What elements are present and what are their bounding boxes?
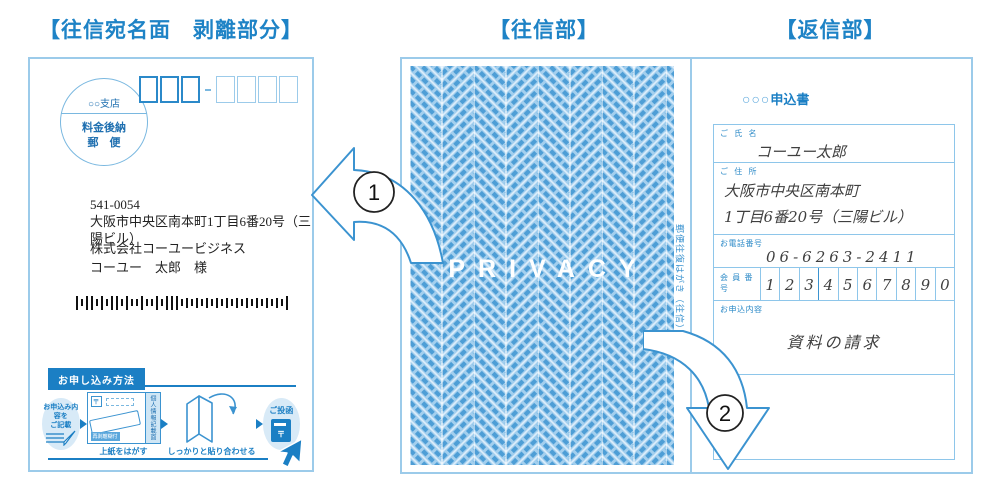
flow-arrow-2: 2 bbox=[643, 330, 770, 470]
fold-divider bbox=[690, 59, 692, 472]
address-label: ご 住 所 bbox=[720, 167, 759, 176]
step-fold-together: しっかりと貼り合わせる bbox=[168, 392, 256, 457]
zip-cell bbox=[139, 76, 158, 103]
zip-cell bbox=[279, 76, 298, 103]
personal-info-strip: 個人情報記載面 bbox=[144, 392, 160, 443]
stamp-branch-label: ○○支店 bbox=[87, 99, 121, 110]
step2-label: 上紙をはがす bbox=[99, 446, 148, 456]
step-post: ご投函 〒 bbox=[262, 398, 300, 450]
mouse-cursor-icon bbox=[277, 438, 303, 468]
privacy-text: PRIVACY bbox=[448, 255, 649, 283]
postal-code-boxes bbox=[137, 76, 298, 103]
member-number-cells: 1 2 3 4 5 6 7 8 9 0 bbox=[760, 268, 954, 300]
postal-barcode-icon bbox=[76, 295, 291, 310]
fold-icon bbox=[185, 392, 237, 443]
howto-heading: お申し込み方法 bbox=[48, 368, 145, 390]
member-digit-cell: 5 bbox=[837, 268, 857, 300]
form-row-address: ご 住 所 大阪市中央区南本町 1丁目6番20号（三陽ビル） bbox=[714, 163, 954, 235]
circled-number-2: 2 bbox=[719, 401, 731, 426]
step1-label-line2: ご記載 bbox=[50, 421, 72, 429]
howto-steps: お申込み内容を ご記載 〒 個人情報記載面 再剥離糊付 bbox=[42, 391, 300, 457]
name-value: コーユー太郎 bbox=[756, 143, 847, 161]
zip-cell bbox=[258, 76, 277, 103]
pencil-icon bbox=[45, 430, 76, 446]
form-row-member-number: 会 員 番 号 1 2 3 4 5 6 7 8 9 0 bbox=[714, 268, 954, 301]
member-digit-cell: 4 bbox=[818, 268, 837, 300]
member-digit-cell: 2 bbox=[779, 268, 798, 300]
request-label: お申込内容 bbox=[720, 305, 763, 314]
stamp-divider bbox=[61, 113, 147, 114]
flow-arrow-1: 1 bbox=[311, 147, 444, 264]
postcard-spine-text: 郵便往復はがき（往信） bbox=[674, 223, 685, 335]
company-name: 株式会社コーユービジネス bbox=[90, 241, 247, 256]
member-digit-cell: 6 bbox=[857, 268, 876, 300]
member-digit-cell: 3 bbox=[798, 268, 818, 300]
member-digit-cell: 1 bbox=[760, 268, 779, 300]
stamp-mail-label: 郵 便 bbox=[87, 137, 121, 149]
member-label: 会 員 番 号 bbox=[720, 273, 754, 293]
member-digit-cell: 9 bbox=[915, 268, 934, 300]
panel-opened-postcard: PRIVACY 郵便往復はがき（往信） ○○○申込書 ご 氏 名 コーユー太郎 … bbox=[400, 57, 973, 474]
member-digit-cell: 0 bbox=[934, 268, 954, 300]
request-value: 資料の請求 bbox=[786, 333, 882, 352]
postal-mark-icon: 〒 bbox=[90, 395, 102, 407]
zip-cell bbox=[160, 76, 179, 103]
form-row-request: お申込内容 資料の請求 bbox=[714, 301, 954, 375]
recipient-name: コーユー 太郎 様 bbox=[90, 260, 208, 275]
step3-label: しっかりと貼り合わせる bbox=[167, 446, 256, 456]
title-outgoing-part: 【往信部】 bbox=[489, 19, 599, 42]
zip-hyphen bbox=[205, 88, 211, 91]
howto-heading-rule bbox=[48, 385, 296, 387]
title-outgoing-address-peel: 【往信宛名面 剥離部分】 bbox=[39, 19, 303, 42]
name-label: ご 氏 名 bbox=[720, 129, 759, 138]
phone-label: お電話番号 bbox=[720, 239, 763, 248]
peel-card-icon: 〒 個人情報記載面 再剥離糊付 bbox=[86, 391, 161, 444]
privacy-pattern: PRIVACY bbox=[410, 66, 674, 465]
arrow-right-icon bbox=[79, 419, 87, 429]
postbox-icon: 〒 bbox=[271, 418, 292, 442]
arrow-right-icon bbox=[255, 419, 263, 429]
phone-value: 06-6263-2411 bbox=[766, 248, 920, 266]
zip-cell bbox=[181, 76, 200, 103]
member-digit-cell: 8 bbox=[895, 268, 915, 300]
postage-paid-stamp: ○○支店 料金後納 郵 便 bbox=[60, 78, 148, 166]
howto-bottom-rule bbox=[48, 458, 268, 460]
herringbone-pattern-icon bbox=[410, 66, 674, 465]
panel-outgoing-address: ○○支店 料金後納 郵 便 541-0054 大阪市中央区南本町1丁目6番20号… bbox=[28, 57, 314, 472]
stamp-fee-label: 料金後納 bbox=[82, 122, 126, 134]
repeel-glue-note: 再剥離糊付 bbox=[90, 431, 120, 441]
circled-number-1: 1 bbox=[368, 180, 380, 205]
application-form: ご 氏 名 コーユー太郎 ご 住 所 大阪市中央区南本町 1丁目6番20号（三陽… bbox=[713, 124, 955, 460]
postal-code-text: 541-0054 bbox=[90, 197, 140, 212]
step4-label: ご投函 bbox=[269, 405, 294, 415]
address-value: 大阪市中央区南本町 1丁目6番20号（三陽ビル） bbox=[724, 182, 913, 226]
dotted-box bbox=[105, 397, 134, 406]
recipient-block: 株式会社コーユービジネス コーユー 太郎 様 bbox=[90, 239, 246, 277]
form-title-circles: ○○○ bbox=[742, 91, 771, 107]
svg-text:〒: 〒 bbox=[277, 430, 285, 439]
step-write-contents: お申込み内容を ご記載 bbox=[42, 398, 80, 450]
zip-cell bbox=[216, 76, 235, 103]
form-row-name: ご 氏 名 コーユー太郎 bbox=[714, 125, 954, 163]
title-reply-part: 【返信部】 bbox=[775, 19, 886, 42]
form-row-phone: お電話番号 06-6263-2411 bbox=[714, 235, 954, 268]
form-title-text: 申込書 bbox=[770, 92, 810, 107]
address-text: 大阪市中央区南本町1丁目6番20号（三陽ビル） bbox=[90, 214, 312, 246]
step1-label-line1: お申込み内容を bbox=[43, 403, 79, 420]
step-peel-top-sheet: 〒 個人情報記載面 再剥離糊付 上紙をはがす bbox=[86, 391, 161, 457]
sender-address-block: 541-0054 大阪市中央区南本町1丁目6番20号（三陽ビル） bbox=[90, 196, 312, 247]
form-title: ○○○申込書 bbox=[742, 89, 809, 108]
member-digit-cell: 7 bbox=[876, 268, 895, 300]
zip-cell bbox=[237, 76, 256, 103]
arrow-right-icon bbox=[160, 419, 168, 429]
